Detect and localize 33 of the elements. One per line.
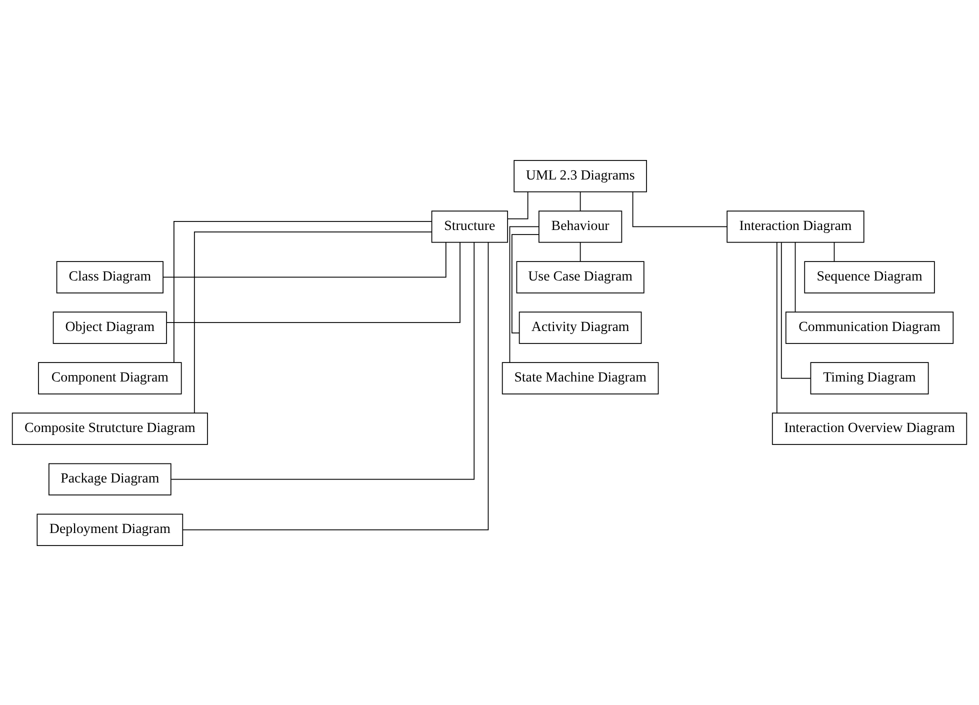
node-box: Behaviour <box>538 210 622 242</box>
connector <box>780 242 811 378</box>
node-box: State Machine Diagram <box>502 362 659 394</box>
node-box: Deployment Diagram <box>36 513 184 546</box>
node-box: Object Diagram <box>52 311 167 344</box>
node-box: Sequence Diagram <box>804 260 935 293</box>
connector <box>194 230 432 413</box>
connector <box>166 242 460 322</box>
node-box: Package Diagram <box>48 462 172 495</box>
node-box: Activity Diagram <box>518 311 642 344</box>
node-box: Timing Diagram <box>810 362 929 394</box>
node-box: Structure <box>431 210 508 242</box>
connector <box>580 241 581 262</box>
connector <box>632 190 728 227</box>
node-box: Class Diagram <box>56 260 164 293</box>
connector <box>834 241 835 262</box>
connector <box>776 242 778 413</box>
connector <box>512 234 539 333</box>
connector <box>170 242 475 480</box>
connector <box>162 241 446 278</box>
node-box: Interaction Diagram <box>726 210 864 242</box>
node-box: Component Diagram <box>38 362 182 394</box>
node-box: Use Case Diagram <box>516 260 644 293</box>
connector <box>182 242 489 530</box>
connector <box>794 242 796 312</box>
node-box: Composite Strutcture Diagram <box>12 412 208 444</box>
node-box: Communication Diagram <box>785 311 954 344</box>
node-box: Interaction Overview Diagram <box>772 412 968 444</box>
connector <box>507 191 528 219</box>
connector <box>174 220 432 362</box>
node-box: UML 2.3 Diagrams <box>514 160 647 192</box>
connector <box>509 226 540 362</box>
connector <box>580 190 581 211</box>
